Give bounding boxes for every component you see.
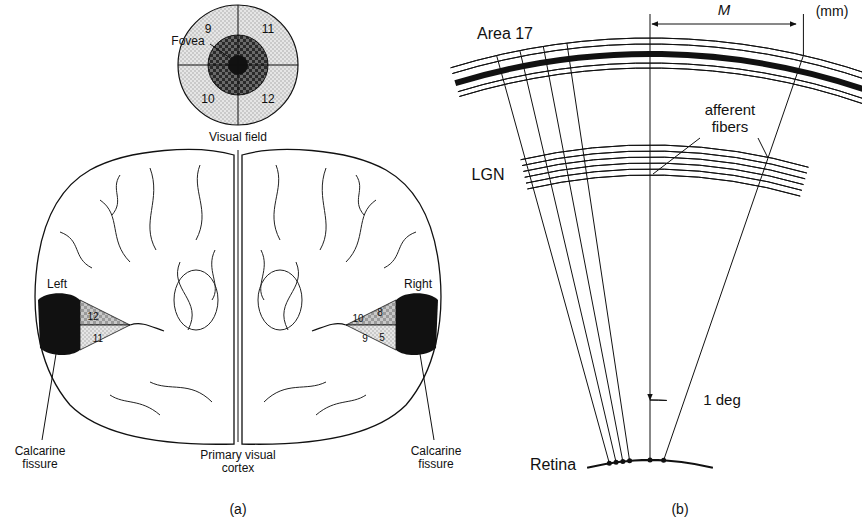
afferent-fiber	[543, 46, 623, 461]
brain-hemisphere	[35, 150, 234, 445]
figure-label: Visual field	[209, 131, 267, 144]
figure-label: 11	[93, 333, 103, 344]
retinal-cell	[648, 458, 653, 463]
figure-label: afferent fibers	[691, 102, 769, 135]
figure-label: Primary visual cortex	[193, 449, 283, 475]
afferent-fiber	[497, 55, 610, 463]
figure-label: Area 17	[477, 25, 533, 43]
figure-label: LGN	[472, 166, 505, 184]
layer-arcs	[451, 38, 862, 468]
afferent-fiber	[520, 51, 616, 463]
figure-label: (mm)	[816, 4, 849, 19]
figure-label: Fovea	[171, 35, 204, 48]
cortex-band	[454, 51, 862, 93]
figure-label: 10	[201, 93, 214, 106]
dimension-line	[652, 24, 796, 25]
retinal-cell	[614, 460, 619, 465]
extension-line	[650, 14, 651, 38]
visual-field	[178, 5, 298, 125]
retinal-cell	[607, 461, 612, 466]
figure-label: Retina	[530, 456, 576, 474]
afferent-projection	[451, 14, 862, 468]
figure-label: 11	[262, 23, 274, 36]
retinal-cell	[620, 459, 625, 464]
figure-label: 12	[261, 93, 274, 106]
figure-label: 1 deg	[703, 392, 741, 409]
afferent-fiber	[567, 43, 630, 461]
leader-line	[42, 354, 56, 440]
figure-label: 10	[352, 313, 363, 324]
figure-label: 12	[87, 311, 98, 322]
figure-label: 5	[379, 332, 385, 343]
figure-label: Left	[47, 278, 67, 291]
figure-label: Right	[404, 278, 432, 291]
angle-arc	[650, 400, 667, 401]
afferent-fiber	[664, 55, 804, 460]
retinal-cell	[627, 458, 632, 463]
midline	[238, 150, 239, 442]
figure-label: (a)	[229, 502, 246, 517]
leader-line	[210, 44, 233, 60]
extension-line	[803, 14, 804, 55]
afferent-fiber	[650, 38, 651, 460]
figure-label: Calcarine fissure	[404, 445, 468, 471]
figure-label: Calcarine fissure	[8, 445, 72, 471]
retinal-cell	[661, 458, 666, 463]
figure-label: M	[718, 2, 731, 19]
figure-label: 9	[362, 333, 368, 344]
figure-label: (b)	[671, 502, 688, 517]
figure-label: 9	[205, 23, 212, 36]
figure-label: 8	[377, 307, 383, 318]
